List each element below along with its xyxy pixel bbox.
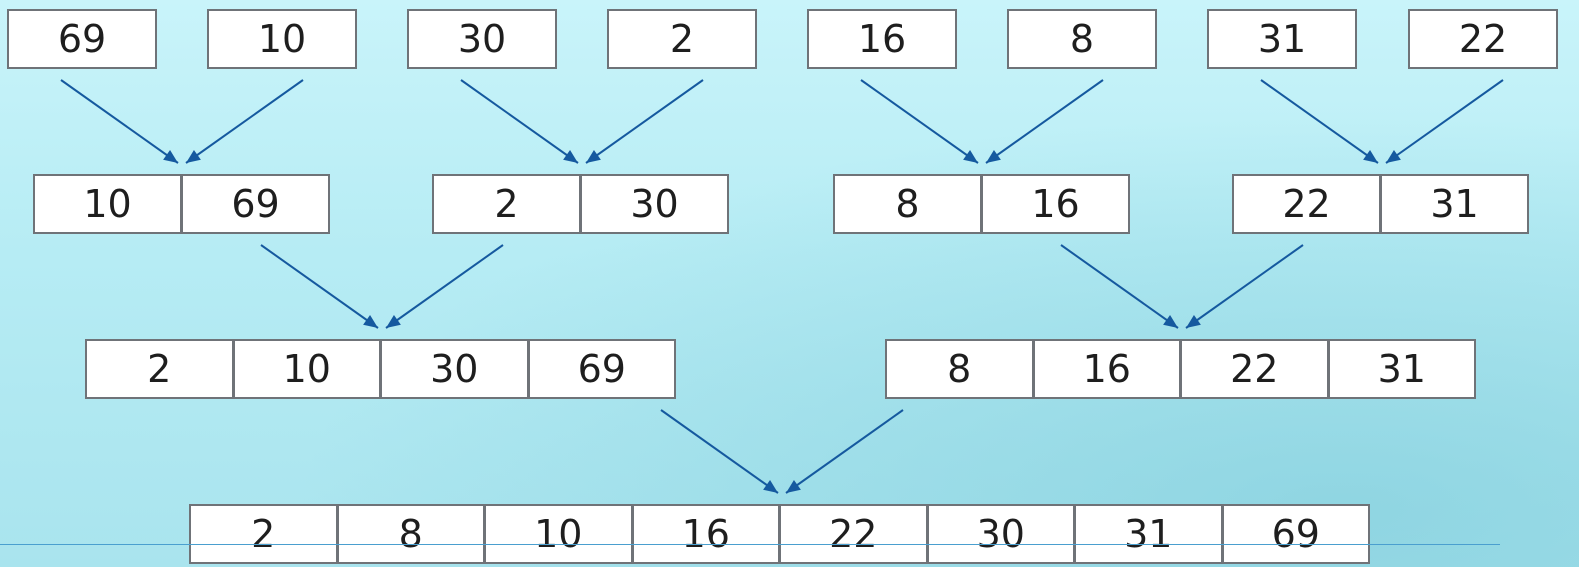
array-cell: 10	[484, 504, 633, 564]
array-cell: 8	[336, 504, 485, 564]
array-cell: 22	[779, 504, 928, 564]
array-cell: 31	[1327, 339, 1476, 399]
array-cell: 30	[926, 504, 1075, 564]
arrowhead-icon	[163, 150, 178, 163]
array-cell: 30	[580, 174, 729, 234]
arrowhead-icon	[986, 150, 1001, 163]
merge-arrow-line	[1385, 79, 1504, 164]
arrowhead-icon	[586, 150, 601, 163]
array-cell: 10	[232, 339, 381, 399]
array-cell: 2	[607, 9, 757, 69]
array-cell: 22	[1232, 174, 1381, 234]
baseline-rule	[0, 544, 1500, 545]
merge-arrow-line	[1185, 244, 1304, 329]
array-cell: 22	[1408, 9, 1558, 69]
arrowhead-icon	[1386, 150, 1401, 163]
arrowhead-icon	[786, 480, 801, 493]
array-cell: 31	[1207, 9, 1357, 69]
arrowhead-icon	[186, 150, 201, 163]
merge-arrow-line	[60, 79, 179, 164]
array-cell: 69	[527, 339, 676, 399]
array-cell: 30	[380, 339, 529, 399]
merge-arrow-line	[585, 79, 704, 164]
merge-arrow-line	[985, 79, 1104, 164]
array-cell: 2	[189, 504, 338, 564]
array-cell: 10	[207, 9, 357, 69]
array-cell: 31	[1380, 174, 1529, 234]
array-cell: 16	[1032, 339, 1181, 399]
merge-arrow-line	[385, 244, 504, 329]
array-cell: 2	[432, 174, 581, 234]
array-cell: 8	[833, 174, 982, 234]
arrowhead-icon	[1186, 315, 1201, 328]
array-cell: 16	[981, 174, 1130, 234]
array-cell: 31	[1074, 504, 1223, 564]
merge-arrow-line	[1260, 79, 1379, 164]
merge-arrow-line	[460, 79, 579, 164]
array-cell: 2	[85, 339, 234, 399]
array-cell: 8	[885, 339, 1034, 399]
array-cell: 10	[33, 174, 182, 234]
arrowhead-icon	[1163, 315, 1178, 328]
arrowhead-icon	[963, 150, 978, 163]
arrowhead-icon	[763, 480, 778, 493]
arrowhead-icon	[1363, 150, 1378, 163]
arrowhead-icon	[386, 315, 401, 328]
arrowhead-icon	[363, 315, 378, 328]
array-cell: 69	[181, 174, 330, 234]
array-cell: 8	[1007, 9, 1157, 69]
merge-arrow-line	[660, 409, 779, 494]
array-cell: 16	[807, 9, 957, 69]
array-cell: 69	[7, 9, 157, 69]
array-cell: 16	[631, 504, 780, 564]
merge-arrow-line	[860, 79, 979, 164]
array-cell: 22	[1180, 339, 1329, 399]
merge-arrow-line	[260, 244, 379, 329]
merge-arrow-line	[1060, 244, 1179, 329]
merge-arrow-line	[785, 409, 904, 494]
array-cell: 69	[1221, 504, 1370, 564]
arrowhead-icon	[563, 150, 578, 163]
merge-arrow-line	[185, 79, 304, 164]
array-cell: 30	[407, 9, 557, 69]
